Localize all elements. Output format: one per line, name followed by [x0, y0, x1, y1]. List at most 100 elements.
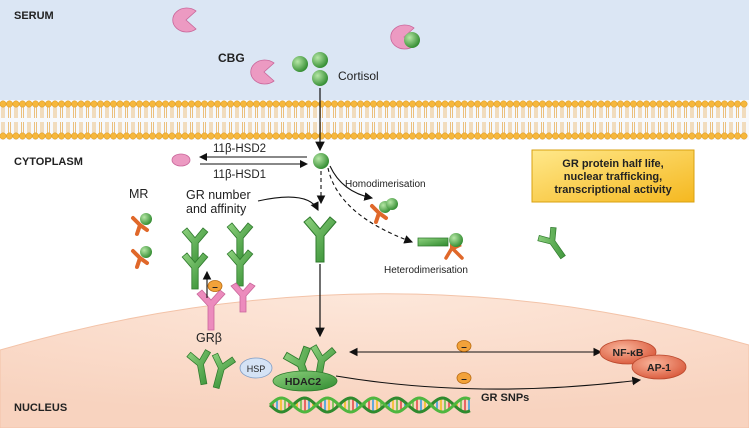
lipid-head — [253, 100, 260, 108]
lipid-tail — [489, 122, 492, 133]
lipid-tail — [541, 122, 544, 133]
lipid-head — [643, 132, 650, 140]
lipid-head — [19, 100, 26, 108]
lipid-tail — [34, 107, 37, 118]
lipid-tail — [612, 122, 616, 133]
lipid-head — [214, 132, 221, 140]
lipid-head — [142, 132, 150, 140]
lipid-head — [513, 132, 520, 140]
lipid-head — [45, 132, 52, 140]
lipid-head — [292, 100, 299, 108]
lipid-tail — [229, 122, 232, 133]
lipid-head — [266, 100, 273, 108]
lipid-head — [227, 100, 234, 108]
snp-arrow — [335, 375, 642, 390]
lipid-head — [285, 100, 293, 108]
lipid-tail — [333, 122, 336, 133]
lipid-head — [194, 100, 202, 108]
lipid-head — [552, 100, 559, 108]
lipid-tail — [242, 107, 245, 118]
lipid-tail — [300, 107, 304, 118]
lipid-head — [51, 100, 59, 108]
lipid-head — [233, 100, 241, 108]
lipid-head — [610, 100, 618, 108]
lipid-tail — [476, 122, 479, 133]
lipid-head — [155, 100, 163, 108]
lipid-tail — [528, 107, 531, 118]
lipid-tail — [391, 122, 395, 133]
lipid-tail — [196, 107, 200, 118]
lipid-head — [311, 100, 319, 108]
lipid-tail — [469, 107, 473, 118]
lipid-tail — [385, 107, 388, 118]
lipid-head — [201, 100, 208, 108]
lipid-tail — [430, 122, 434, 133]
lipid-tail — [736, 107, 739, 118]
lipid-tail — [190, 122, 193, 133]
lipid-head — [129, 132, 137, 140]
lipid-head — [246, 100, 254, 108]
cortisol-label: Cortisol — [338, 69, 379, 83]
lipid-head — [415, 100, 423, 108]
lipid-head — [721, 100, 728, 108]
lipid-head — [207, 100, 215, 108]
lipid-tail — [183, 107, 187, 118]
lipid-head — [168, 132, 176, 140]
lipid-head — [175, 132, 182, 140]
lipid-tail — [645, 122, 648, 133]
lipid-tail — [723, 122, 726, 133]
lipid-tail — [216, 107, 219, 118]
lipid-head — [84, 100, 91, 108]
lipid-head — [461, 100, 468, 108]
lipid-tail — [398, 107, 401, 118]
lipid-head — [38, 132, 46, 140]
lipid-head — [331, 100, 338, 108]
lipid-tail — [125, 107, 128, 118]
lipid-tail — [729, 122, 733, 133]
lipid-tail — [307, 107, 310, 118]
lipid-head — [617, 132, 624, 140]
lipid-tail — [723, 107, 726, 118]
lipid-tail — [164, 122, 167, 133]
lipid-head — [545, 100, 553, 108]
lipid-tail — [177, 122, 180, 133]
lipid-head — [344, 100, 351, 108]
lipid-head — [422, 132, 429, 140]
lipid-head — [285, 132, 293, 140]
lipid-head — [6, 132, 13, 140]
lipid-tail — [157, 107, 161, 118]
lipid-head — [181, 100, 189, 108]
lipid-tail — [606, 107, 609, 118]
lipid-tail — [365, 107, 369, 118]
lipid-tail — [118, 122, 122, 133]
lipid-tail — [677, 107, 681, 118]
lipid-head — [253, 132, 260, 140]
lipid-tail — [430, 107, 434, 118]
lipid-tail — [8, 122, 11, 133]
info-line-2: nuclear trafficking, — [564, 171, 662, 183]
lipid-head — [103, 100, 111, 108]
lipid-tail — [1, 122, 5, 133]
lipid-tail — [684, 107, 687, 118]
lipid-head — [727, 100, 735, 108]
lipid-head — [584, 100, 592, 108]
lipid-tail — [235, 122, 239, 133]
lipid-head — [630, 132, 637, 140]
lipid-head — [714, 132, 722, 140]
lipid-tail — [40, 107, 44, 118]
lipid-tail — [164, 107, 167, 118]
lipid-head — [675, 100, 683, 108]
lipid-head — [714, 100, 722, 108]
lipid-tail — [53, 122, 57, 133]
lipid-head — [487, 132, 494, 140]
lipid-tail — [255, 107, 258, 118]
lipid-head — [545, 132, 553, 140]
lipid-head — [656, 132, 663, 140]
lipid-tail — [372, 107, 375, 118]
lipid-tail — [625, 122, 629, 133]
lipid-tail — [203, 107, 206, 118]
lipid-tail — [34, 122, 37, 133]
lipid-head — [116, 100, 124, 108]
lipid-tail — [580, 122, 583, 133]
lipid-head — [617, 100, 624, 108]
